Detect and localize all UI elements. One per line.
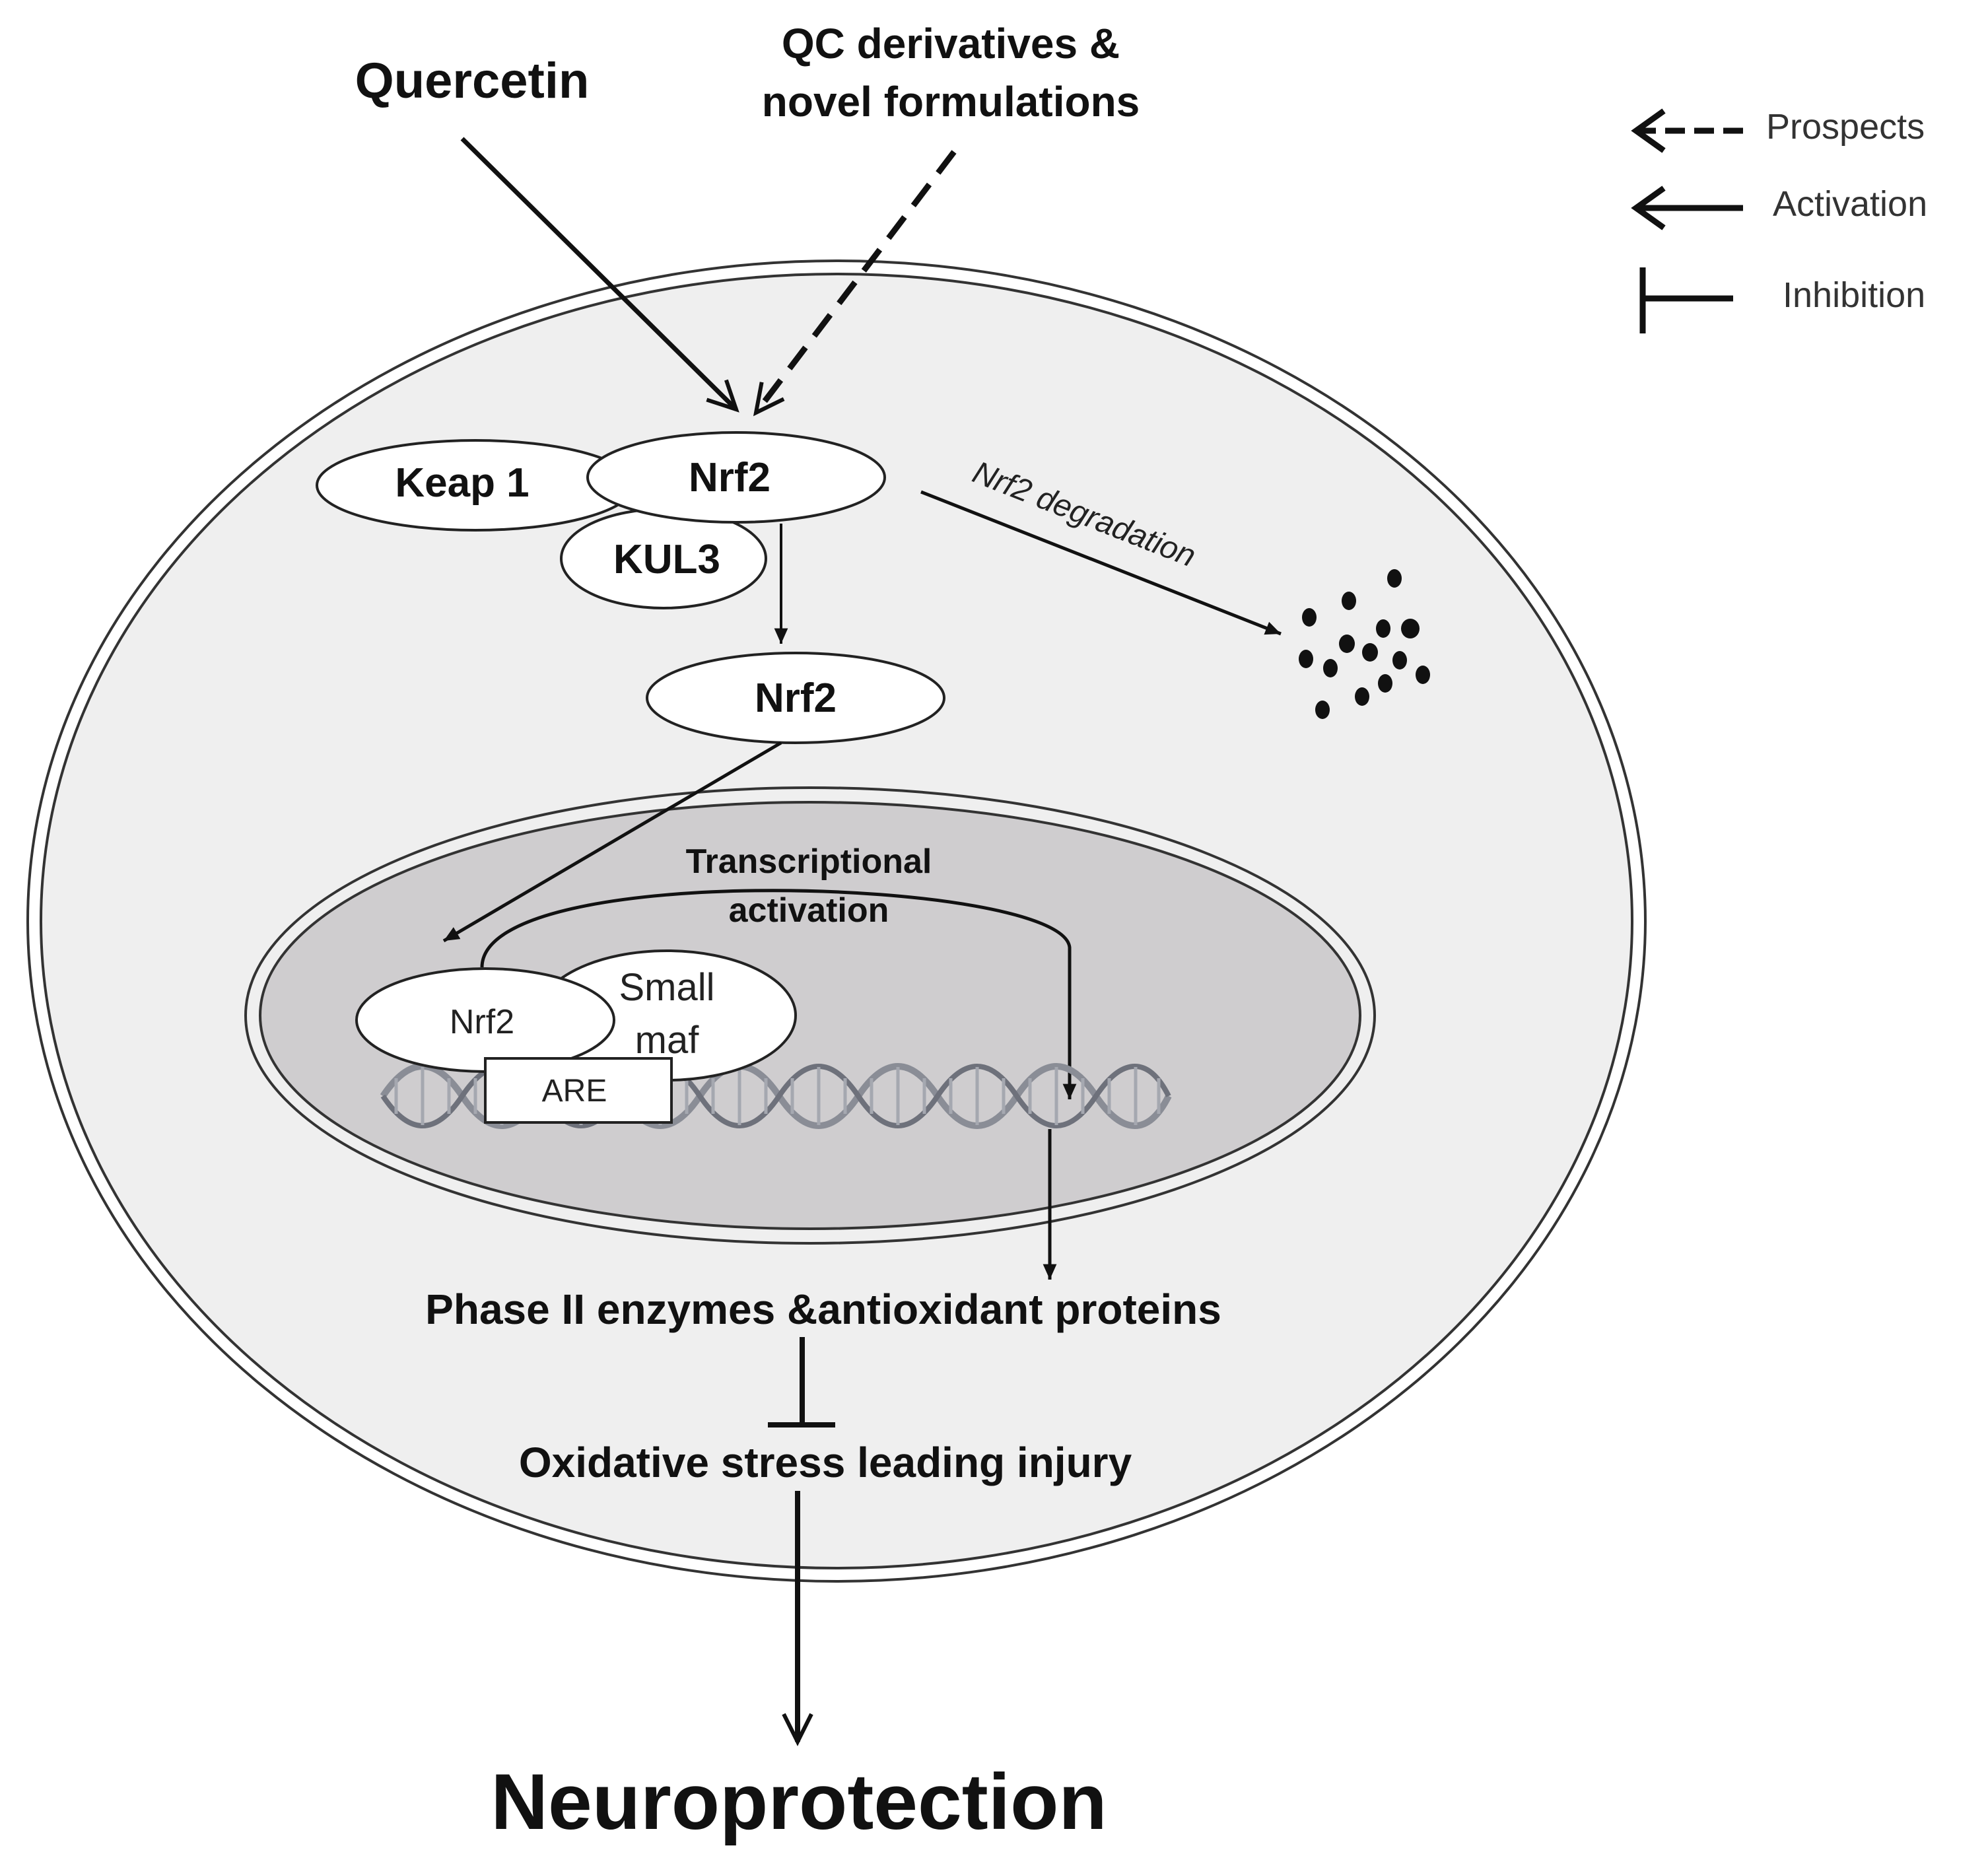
nrf2-nuclear-label: Nrf2 (450, 1003, 514, 1041)
qc-derivatives-label-line1: QC derivatives & (782, 20, 1120, 67)
small-maf-label-line1: Small (619, 966, 714, 1009)
legend-prospects-label: Prospects (1766, 107, 1925, 147)
keap1-label: Keap 1 (395, 460, 529, 506)
qc-derivatives-arrow (753, 150, 957, 417)
legend: Prospects Activation Inhibition (1631, 107, 1927, 333)
kul3-label: KUL3 (613, 537, 720, 582)
transcriptional-activation-label-line2: activation (729, 891, 889, 930)
keap1-nrf2-complex: Keap 1 Nrf2 KUL3 (316, 431, 886, 609)
are-label: ARE (542, 1074, 607, 1109)
degradation-fragments (1299, 569, 1430, 719)
inhibition-symbol (768, 1337, 835, 1427)
transcriptional-activation-arrow (480, 889, 1077, 1099)
are-box (484, 1057, 673, 1124)
phase2-label: Phase II enzymes &antioxidant proteins (425, 1286, 1221, 1333)
neuroprotection-label: Neuroprotection (491, 1758, 1107, 1846)
legend-prospects-arrowhead (1631, 108, 1666, 153)
small-maf-label-line2: maf (635, 1019, 700, 1062)
nrf2-free-label: Nrf2 (755, 675, 837, 721)
legend-activation-arrowhead (1631, 186, 1666, 230)
legend-inhibition-label: Inhibition (1783, 275, 1925, 315)
transcriptional-activation-label-line1: Transcriptional (686, 842, 932, 881)
quercetin-arrow (460, 137, 739, 413)
degradation-arrow (920, 490, 1282, 636)
qc-derivatives-label-line2: novel formulations (762, 78, 1140, 125)
nuclear-translocation-arrow (442, 741, 782, 943)
nrf2-free-ellipse (646, 652, 945, 744)
legend-activation-label: Activation (1773, 184, 1927, 224)
nrf2-bound-label: Nrf2 (689, 455, 771, 500)
nrf2-bound-ellipse (586, 431, 886, 524)
quercetin-label: Quercetin (355, 53, 590, 109)
oxidative-stress-label: Oxidative stress leading injury (519, 1439, 1132, 1486)
